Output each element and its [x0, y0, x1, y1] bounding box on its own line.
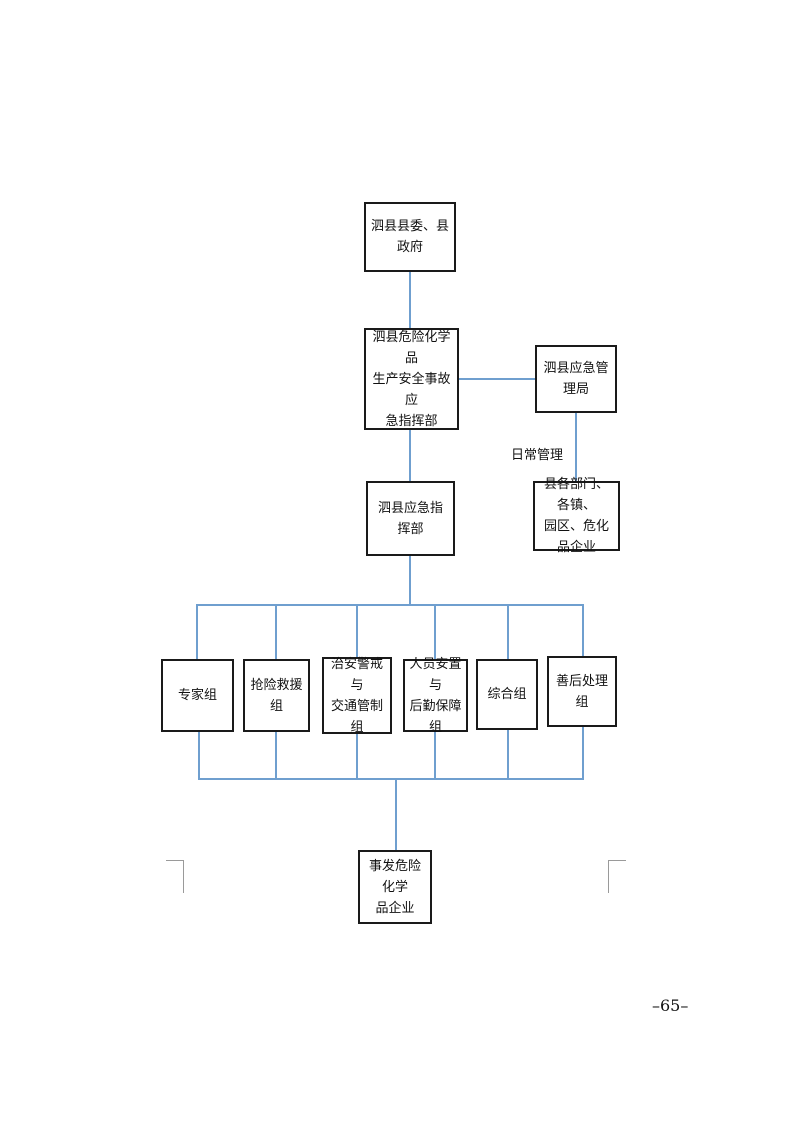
emergency-management-bureau-box: 泗县应急管理局 — [535, 345, 617, 413]
top-drop-aftermath — [582, 604, 584, 657]
bottom-bus-line — [198, 778, 584, 780]
right-crop-mark — [608, 860, 626, 893]
county-command-hq-box: 泗县应急指挥部 — [366, 481, 455, 556]
connector-bus-to-enterprise — [395, 778, 397, 851]
page-number: –65– — [652, 996, 689, 1015]
bottom-rise-aftermath — [582, 725, 584, 779]
bottom-rise-general — [507, 729, 509, 779]
incident-enterprise-box: 事发危险化学 品企业 — [358, 850, 432, 924]
bottom-rise-rescue — [275, 730, 277, 779]
general-group-box: 综合组 — [476, 659, 538, 730]
security-group-line-1: 治安警戒与 — [330, 656, 383, 693]
connector-gov-to-hazchem-hq — [409, 270, 411, 330]
top-drop-general — [507, 604, 509, 660]
county-government-box: 泗县县委、县政府 — [364, 202, 456, 272]
bottom-rise-expert — [198, 731, 200, 779]
hazchem-hq-line-3: 急指挥部 — [385, 413, 438, 429]
bottom-rise-resettlement — [434, 731, 436, 779]
connector-county-hq-down — [409, 554, 411, 605]
connector-hazchem-hq-to-county-hq — [409, 428, 411, 482]
expert-group-label: 专家组 — [177, 688, 217, 703]
county-hq-label: 泗县应急指挥部 — [377, 500, 443, 537]
resettlement-group-line-1: 人员安置与 — [409, 656, 462, 693]
top-drop-expert — [196, 604, 198, 660]
top-drop-security — [356, 604, 358, 658]
enterprise-line-1: 事发危险化学 — [368, 858, 421, 895]
top-drop-resettlement — [434, 604, 436, 660]
hazchem-hq-line-2: 生产安全事故应 — [372, 371, 451, 408]
bottom-rise-security — [356, 733, 358, 779]
aftermath-group-label: 善后处理组 — [555, 673, 608, 710]
security-group-line-2: 交通管制组 — [330, 698, 383, 735]
connector-bureau-to-departments — [575, 411, 577, 483]
hazchem-command-hq-box: 泗县危险化学品 生产安全事故应 急指挥部 — [364, 328, 459, 430]
resettlement-group-line-2: 后勤保障组 — [409, 698, 462, 735]
expert-group-box: 专家组 — [161, 659, 234, 732]
rescue-group-box: 抢险救援组 — [243, 659, 310, 732]
departments-line-1: 县各部门、各镇、 — [543, 477, 609, 513]
daily-management-label: 日常管理 — [511, 448, 564, 463]
emergency-bureau-label: 泗县应急管理局 — [543, 361, 609, 397]
enterprise-line-2: 品企业 — [375, 900, 415, 916]
county-government-label: 泗县县委、县政府 — [370, 219, 449, 255]
departments-line-2: 园区、危化品企业 — [543, 519, 609, 555]
aftermath-group-box: 善后处理组 — [547, 656, 617, 727]
left-crop-mark — [166, 860, 184, 893]
connector-hazchem-hq-to-bureau — [457, 378, 536, 380]
departments-box: 县各部门、各镇、 园区、危化品企业 — [533, 477, 620, 555]
hazchem-hq-line-1: 泗县危险化学品 — [372, 329, 451, 366]
general-group-label: 综合组 — [487, 687, 527, 702]
security-traffic-group-box: 治安警戒与 交通管制组 — [322, 656, 392, 735]
resettlement-logistics-group-box: 人员安置与 后勤保障组 — [403, 657, 468, 735]
top-bus-line — [196, 604, 584, 606]
rescue-group-label: 抢险救援组 — [250, 677, 303, 714]
top-drop-rescue — [275, 604, 277, 660]
